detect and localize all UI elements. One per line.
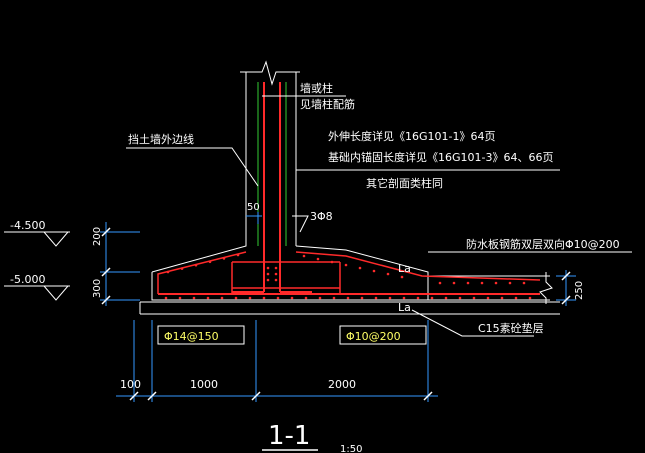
elevation-marker-top [4,231,70,247]
elevation-bottom-label: -5.000 [10,273,45,286]
rebar-dot [220,296,224,300]
label-rebar-phi14-150: Φ14@150 [164,330,219,343]
wall-column [232,60,312,293]
label-rebar-phi10-200: Φ10@200 [346,330,401,343]
label-la-bottom: La [398,301,411,314]
rebar-dot [358,266,362,270]
rebar-dot [360,296,364,300]
dim-2000: 2000 [328,378,356,391]
rebar-dot [266,266,270,270]
label-anchorage-length-note: 基础内锚固长度详见《16G101-3》64、66页 [328,150,553,164]
dim-250: 250 [574,281,585,300]
rebar-dot [458,296,462,300]
rebar-dot [332,296,336,300]
rebar-dot [248,296,252,300]
label-extension-length-note: 外伸长度详见《16G101-1》64页 [328,129,495,143]
rebar-dot [274,272,278,276]
rebar-dot [222,257,226,260]
rebar-dot [344,263,348,267]
rebar-dot [236,253,240,257]
dim-300: 300 [92,279,103,298]
rebar-dot [192,296,196,300]
rebar-dot [452,281,456,285]
label-retaining-wall-outer-line: 挡土墙外边线 [128,132,194,146]
rebar-dot [276,296,280,300]
rebar-dot [386,272,390,276]
rebar-dot [266,272,270,276]
phi14-label-box [157,325,245,345]
rebar-dot [302,254,306,258]
rebar-dot [304,296,308,300]
rebar-dot [372,269,376,273]
rebar-dot [466,281,470,285]
dim-50: 50 [247,202,260,213]
rebar-dot [388,296,392,300]
footing-rebar [157,251,541,295]
rebar-dots [164,253,532,300]
dimension-ticks [101,227,571,401]
rebar-dot [508,281,512,285]
rebar-dot [290,296,294,300]
rebar-dot [318,296,322,300]
section-scale: 1:50 [340,444,362,453]
rebar-dot [166,270,170,274]
rebar-dot [438,281,442,285]
leader-lines [126,95,632,337]
rebar-dot [374,296,378,300]
section-title: 1-1 [268,421,310,451]
rebar-dot [274,278,278,282]
label-rebar-3phi8: 3Φ8 [310,210,333,223]
rebar-dot [472,296,476,300]
rebar-dot [274,266,278,270]
rebar-dot [346,296,350,300]
rebar-dot [330,260,334,264]
elevation-top-label: -4.500 [10,219,45,232]
rebar-dot [262,296,266,300]
rebar-dot [316,257,320,261]
rebar-dot [494,281,498,285]
rebar-dot [194,263,198,267]
label-see-wall-column-reinforcement: 见墙柱配筋 [300,97,355,111]
rebar-dot [266,278,270,282]
rebar-dot [430,296,434,300]
rebar-dot [178,296,182,300]
elevation-marker-bottom [4,285,70,301]
rebar-dot [208,260,212,264]
rebar-dot [164,296,168,300]
rebar-dot [402,296,406,300]
phi10-label-box [339,325,427,345]
rebar-dot [480,281,484,285]
rebar-dot [522,281,526,285]
rebar-dot [444,296,448,300]
rebar-dot [180,267,184,270]
rebar-dot [514,296,518,300]
rebar-dot [486,296,490,300]
footing-outline [139,232,560,315]
rebar-dot [500,296,504,300]
label-other-sections: 其它剖面类柱同 [366,176,443,190]
label-wall-or-column: 墙或柱 [300,81,333,95]
label-la-top: La [398,262,411,275]
label-waterproof-slab-rebar: 防水板钢筋双层双向Φ10@200 [466,237,620,251]
rebar-dot [234,296,238,300]
dim-1000: 1000 [190,378,218,391]
rebar-dot [206,296,210,300]
rebar-dot [416,296,420,300]
dim-200: 200 [92,227,103,246]
label-c15-cushion: C15素砼垫层 [478,321,544,335]
dim-100: 100 [120,378,141,391]
rebar-dot [400,275,404,279]
rebar-dot [528,296,532,300]
